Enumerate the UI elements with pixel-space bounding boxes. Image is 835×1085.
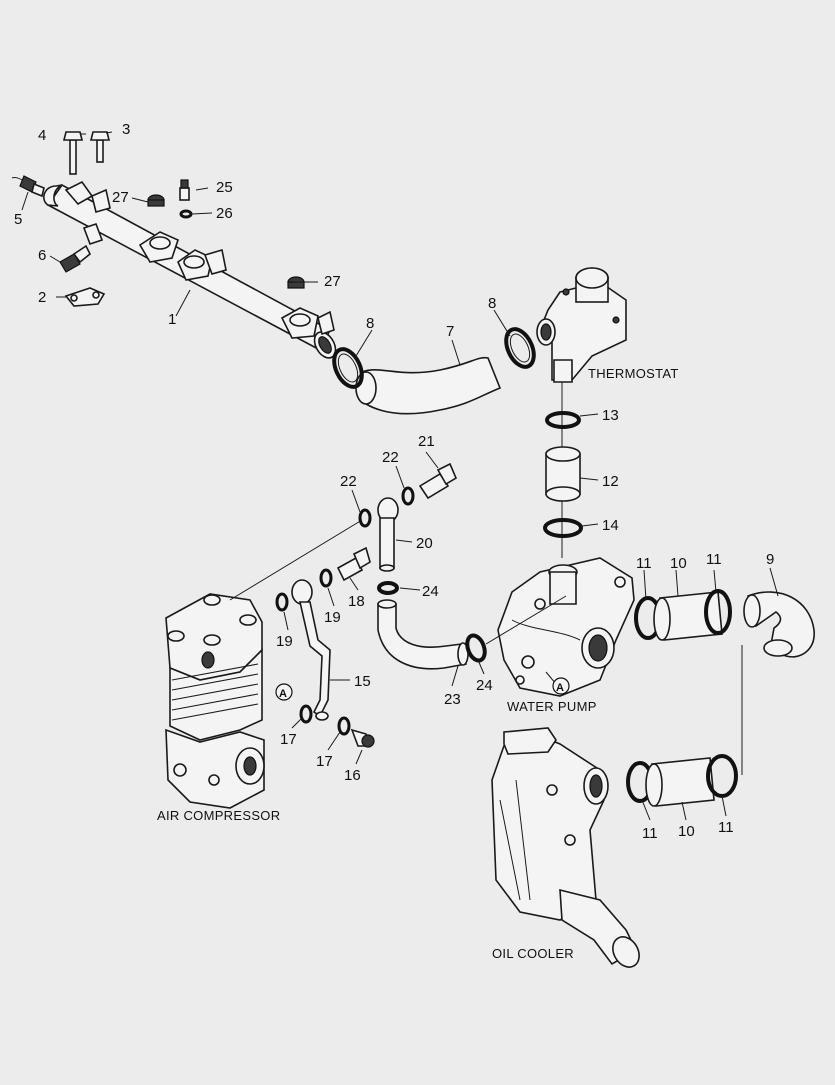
reference-marker-left: A [275,683,293,701]
bolt-3 [89,131,111,163]
callout-11-upper-right: 11 [706,551,722,568]
leader-lines [21,131,779,821]
hose-clamp-8-right [504,327,536,369]
hose-clamp-13 [545,411,581,429]
callout-27-upper: 27 [112,189,129,206]
oil-cooler [491,727,640,968]
hose-10-upper [653,591,723,641]
callout-22-left: 22 [340,473,357,490]
reference-marker-right-label: A [556,682,564,694]
callout-17-left: 17 [280,731,297,748]
water-pump [497,557,635,697]
sealing-ring-22-right [401,486,415,506]
temperature-sensor-5 [11,175,45,198]
banjo-tube-15 [291,579,331,721]
callout-3: 3 [122,121,130,138]
callout-8-left: 8 [366,315,374,332]
callout-27-lower: 27 [324,273,341,290]
water-manifold [43,180,337,359]
callout-25: 25 [216,179,233,196]
callout-1: 1 [168,311,176,328]
callout-10-upper: 10 [670,555,687,572]
banjo-bolt-18 [336,546,371,582]
callout-7: 7 [446,323,454,340]
callout-13: 13 [602,407,619,424]
banjo-bolt-21 [418,462,458,500]
coolant-hose-23 [377,599,469,670]
air-compressor-label: AIR COMPRESSOR [157,808,280,823]
callout-17-right: 17 [316,753,333,770]
hose-clamp-24-lower [465,633,487,663]
sealing-ring-19-left [275,592,289,612]
callout-15: 15 [354,673,371,690]
air-compressor [165,593,265,809]
hose-7 [355,356,502,415]
hose-clamp-8-left [332,347,364,389]
callout-4: 4 [38,127,46,144]
callout-16: 16 [344,767,361,784]
callout-19-right: 19 [324,609,341,626]
hose-clamp-11-upper-right [704,589,732,635]
bolt-4 [62,131,84,175]
hose-10-lower [645,757,715,807]
callout-22-right: 22 [382,449,399,466]
callout-23: 23 [444,691,461,708]
sealing-ring-22-left [358,508,372,528]
elbow-hose-9 [743,591,815,658]
callout-2: 2 [38,289,46,306]
callout-numbers: 1 2 3 4 5 6 7 8 8 9 10 10 11 11 11 11 12… [14,121,774,842]
callout-11-lower-right: 11 [718,819,734,836]
callout-11-lower-left: 11 [642,825,658,842]
o-ring-26 [179,209,193,219]
sealing-ring-17-left [299,704,313,724]
callout-26: 26 [216,205,233,222]
callout-5: 5 [14,211,22,228]
gasket-2 [64,287,106,307]
callout-21: 21 [418,433,435,450]
thermostat-housing [536,267,627,383]
sealing-ring-17-right [337,716,351,736]
callout-10-lower: 10 [678,823,695,840]
hose-clamp-24-upper [377,581,399,595]
callout-8-right: 8 [488,295,496,312]
sealing-ring-19-right [319,568,333,588]
coupling-hose-12 [545,446,581,502]
callout-12: 12 [602,473,619,490]
callout-20: 20 [416,535,433,552]
plug-27-upper [147,194,165,207]
callout-19-left: 19 [276,633,293,650]
water-pump-label: WATER PUMP [507,699,597,714]
banjo-tube-20 [377,497,399,572]
reference-marker-left-label: A [279,688,287,700]
oil-cooler-label: OIL COOLER [492,946,574,961]
callout-11-upper-left: 11 [636,555,652,572]
callout-24-upper: 24 [422,583,439,600]
callout-6: 6 [38,247,46,264]
reference-marker-right: A [552,677,570,695]
callout-9: 9 [766,551,774,568]
banjo-bolt-16 [350,728,375,748]
callout-14: 14 [602,517,619,534]
hose-clamp-14 [543,518,583,538]
callout-24-lower: 24 [476,677,493,694]
thermostat-label: THERMOSTAT [588,366,679,381]
sensor-6 [59,244,92,273]
callout-18: 18 [348,593,365,610]
fitting-25 [179,179,190,201]
